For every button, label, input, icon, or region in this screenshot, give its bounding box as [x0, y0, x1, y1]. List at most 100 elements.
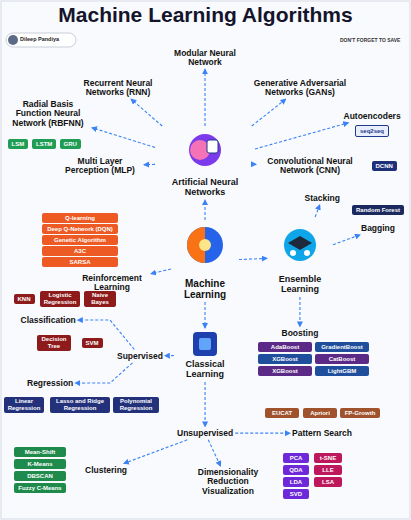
node-text: Multi Layer Perception (MLP): [58, 157, 142, 176]
node-text: GradientBoost: [317, 344, 367, 351]
node-text: Stacking: [305, 194, 340, 203]
node-text: Recurrent Neural Networks (RNN): [73, 79, 163, 98]
node-text: LSTM: [36, 141, 52, 148]
node-text: Classical Learning: [176, 360, 234, 380]
algorithm-tag: t-SNE: [314, 453, 342, 463]
node-text: Autoencoders: [344, 112, 401, 121]
node-text: Regression: [27, 379, 73, 388]
dashed-connector: [75, 363, 132, 383]
dashed-connector: [204, 302, 205, 328]
category-label: Modular Neural Network: [165, 49, 245, 68]
category-label: Convolutional Neural Network (CNN): [258, 157, 362, 176]
node-text: EUCAT: [267, 410, 297, 417]
algorithm-tag: GRU: [60, 139, 81, 149]
node-text: Logistic Regression: [42, 292, 78, 306]
node-text: LSA: [316, 479, 340, 486]
node-text: Polynomial Regression: [115, 398, 157, 412]
dashed-connector: [204, 382, 205, 427]
dashed-connector: [131, 99, 162, 126]
node-text: Genetic Algorithm: [44, 237, 116, 244]
node-text: Dimensionality Reduction Visualization: [183, 468, 273, 496]
dashed-connector: [204, 69, 205, 126]
icon-shape: [187, 227, 223, 263]
node-text: A3C: [44, 248, 116, 255]
algorithm-tag: Apriori: [303, 408, 337, 418]
dashed-connector: [255, 164, 256, 165]
node-text: Q-learning: [44, 215, 116, 222]
algorithm-tag: AdaBoost: [258, 342, 312, 352]
icon-shape: [207, 140, 218, 153]
algorithm-tag: CatBoost: [315, 354, 369, 364]
icon-shape: [199, 239, 211, 251]
algorithm-tag: Mean-Shift: [14, 447, 66, 457]
dashed-connector: [255, 123, 348, 149]
node-text: Machine Learning: [173, 278, 237, 300]
node-text: LSM: [12, 141, 25, 148]
icon-shape: [199, 338, 211, 350]
node-text: Artificial Neural Networks: [157, 178, 253, 198]
node-text: Linear Regression: [6, 398, 42, 412]
dashed-connector: [165, 355, 174, 356]
category-label: Radial Basis Function Neural Network (RB…: [6, 100, 90, 128]
node-text: Clustering: [85, 466, 127, 475]
hub-node: Machine Learning: [173, 222, 237, 300]
node-text: Bagging: [361, 224, 395, 233]
node-text: SVD: [285, 491, 307, 498]
node-text: Boosting: [282, 329, 319, 338]
algorithm-tag: FP-Growth: [340, 408, 380, 418]
node-text: K-Means: [16, 461, 64, 468]
node-text: Decision Tree: [39, 336, 69, 350]
category-label: Classification: [21, 316, 76, 325]
algorithm-tag: A3C: [42, 246, 118, 256]
algorithm-tag: Linear Regression: [4, 397, 44, 414]
category-label: Clustering: [85, 466, 127, 475]
node-text: Supervised: [117, 352, 163, 361]
algorithm-tag: Genetic Algorithm: [42, 235, 118, 245]
node-text: KNN: [18, 296, 31, 303]
algorithm-tag: LDA: [283, 477, 309, 487]
algorithm-tag: XGBoost: [258, 354, 312, 364]
node-text: CatBoost: [317, 356, 367, 363]
algorithm-tag: LSA: [314, 477, 342, 487]
algorithm-tag: QDA: [283, 465, 309, 475]
algorithm-tag: LightGBM: [315, 366, 369, 376]
category-label: Boosting: [282, 329, 319, 338]
algorithm-tag: Logistic Regression: [40, 291, 80, 308]
author-badge: [6, 33, 76, 47]
node-text: XGBoost: [260, 368, 310, 375]
dashed-connector: [151, 269, 171, 274]
node-text: Lasso and Ridge Regression: [52, 398, 108, 412]
category-label: Reinforcement Learning: [75, 274, 149, 293]
node-text: DCNN: [376, 163, 393, 170]
node-text: Fuzzy C-Means: [16, 485, 64, 492]
node-text: Unsupervised: [177, 429, 233, 438]
category-label: Bagging: [361, 224, 395, 233]
algorithm-tag: EUCAT: [265, 408, 299, 418]
dashed-connector: [315, 205, 320, 217]
node-text: Naive Bayes: [86, 292, 114, 306]
node-text: FP-Growth: [342, 410, 378, 417]
algorithm-tag: PCA: [283, 453, 309, 463]
algorithm-tag: Q-learning: [42, 213, 118, 223]
dashed-connector: [124, 440, 187, 464]
algorithm-tag: LSM: [8, 139, 29, 149]
algorithm-tag: LLE: [314, 465, 342, 475]
node-text: Mean-Shift: [16, 449, 64, 456]
node-text: XGBoost: [260, 356, 310, 363]
dashed-connector: [235, 433, 290, 434]
dashed-connector: [252, 99, 286, 126]
algorithm-tag: DCNN: [372, 161, 397, 171]
node-text: t-SNE: [316, 455, 340, 462]
category-label: Recurrent Neural Networks (RNN): [73, 79, 163, 98]
node-text: DBSCAN: [16, 473, 64, 480]
category-label: Multi Layer Perception (MLP): [58, 157, 142, 176]
node-text: Ensemble Learning: [269, 275, 331, 295]
algorithm-tag: K-Means: [14, 459, 66, 469]
hub-node: Ensemble Learning: [269, 219, 331, 295]
node-text: LightGBM: [317, 368, 367, 375]
algorithm-tag: DBSCAN: [14, 471, 66, 481]
node-text: seq2seq: [360, 128, 384, 135]
node-text: Radial Basis Function Neural Network (RB…: [6, 100, 90, 128]
algorithm-tag: Lasso and Ridge Regression: [50, 397, 110, 414]
ml-brain-icon: [187, 227, 223, 263]
